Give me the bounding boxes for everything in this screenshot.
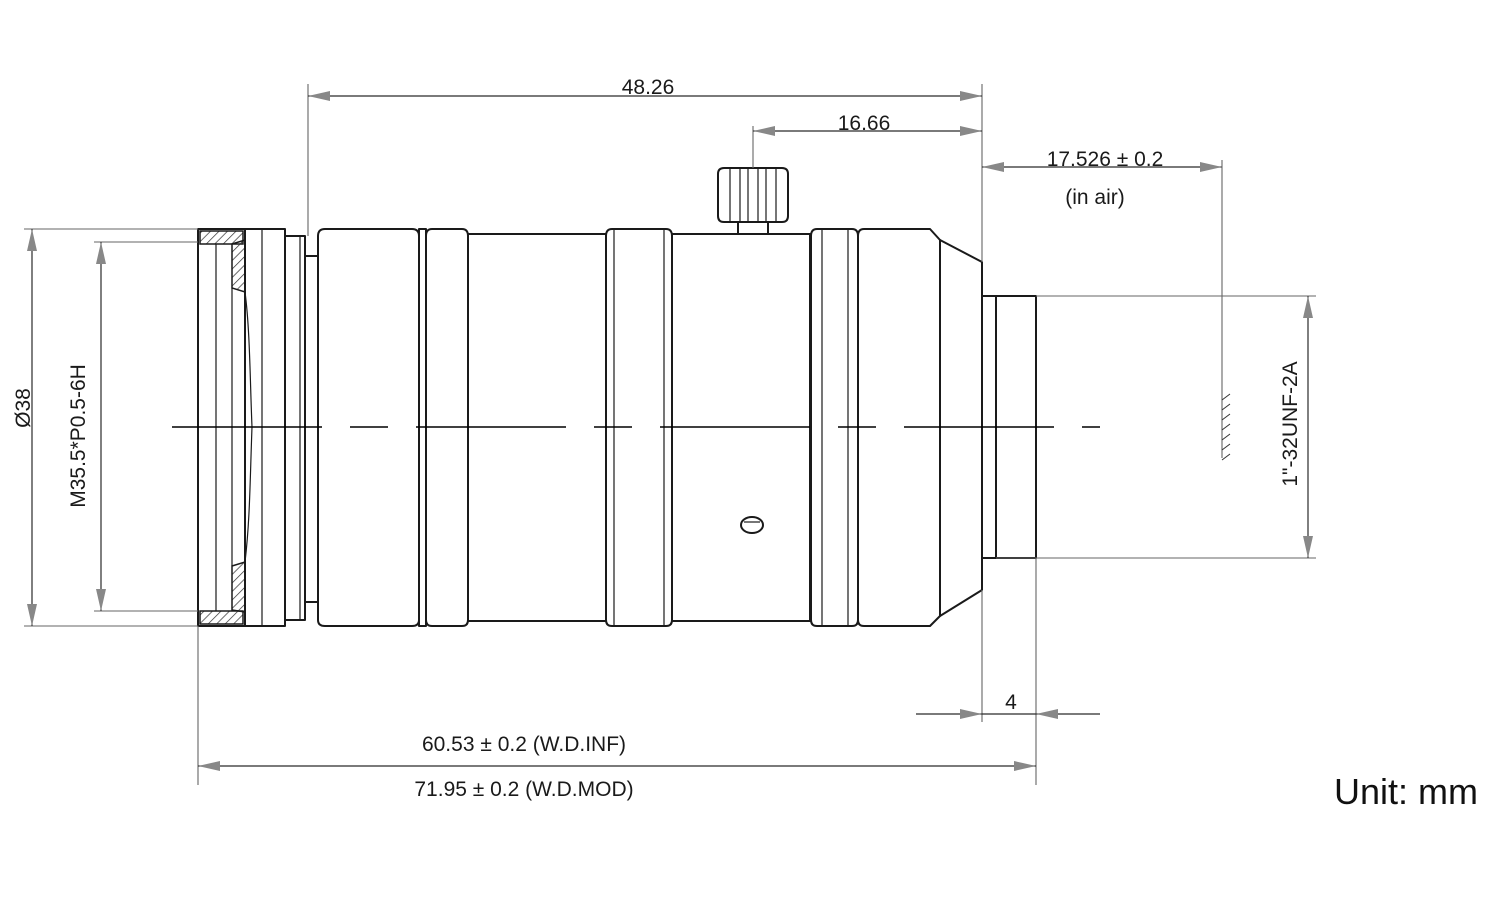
dim-back-focal-note: (in air) <box>1065 186 1125 209</box>
dim-back-focal: 17.526 ± 0.2 <box>1047 148 1164 171</box>
lens-body <box>172 167 1100 627</box>
dim-mount-thread: 1"-32UNF-2A <box>1279 361 1302 486</box>
unit-label: Unit: mm <box>1334 771 1478 812</box>
iris-ring <box>810 228 941 627</box>
screw-hole-icon <box>740 516 764 534</box>
dim-screw-offset: 16.66 <box>838 112 891 135</box>
dimension-lines <box>24 84 1316 785</box>
dim-mount-length: 4 <box>1005 691 1017 714</box>
dim-total-length-inf: 60.53 ± 0.2 (W.D.INF) <box>422 733 626 756</box>
dim-total-length-mod: 71.95 ± 0.2 (W.D.MOD) <box>414 778 633 801</box>
dimension-labels: 48.26 16.66 17.526 ± 0.2 (in air) Ø38 M3… <box>12 76 1478 812</box>
lock-screw-knob <box>717 167 789 223</box>
dim-filter-thread: M35.5*P0.5-6H <box>67 364 90 508</box>
rear-mount <box>939 239 1037 617</box>
dim-outer-diameter: Ø38 <box>12 388 35 428</box>
central-barrel <box>467 221 811 627</box>
dim-overall-front: 48.26 <box>622 76 675 99</box>
